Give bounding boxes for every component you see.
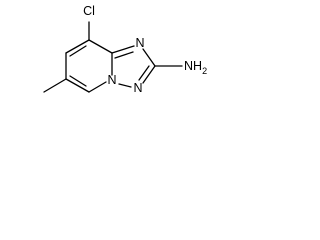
bond-n3-n4 [118, 83, 132, 88]
atom-label-n3: N [133, 81, 142, 95]
atom-label-cl: Cl [83, 4, 95, 18]
atom-label-n1: N [135, 36, 144, 50]
bond-c8a-c8 [88, 39, 113, 54]
bond-c8a-n1-inner [114, 51, 134, 59]
atom-label-amine: NH2 [184, 59, 207, 76]
molecule-structure: Cl N N N NH2 [43, 4, 207, 95]
bond-c5-n4 [88, 81, 107, 93]
bond-c2-n3 [142, 65, 156, 84]
bond-c8-c7-inner [69, 45, 87, 57]
atom-label-n4: N [107, 73, 116, 87]
amine-nh: NH [184, 59, 202, 73]
bond-c2-n3-inner [138, 65, 150, 81]
amine-subscript: 2 [202, 66, 207, 76]
bond-c6-c5-inner [69, 75, 87, 87]
bond-c8a-n1 [111, 45, 135, 54]
bond-c8-c7 [65, 39, 90, 54]
bond-c6-c5 [65, 78, 90, 93]
bond-c6-methyl [43, 78, 67, 93]
bond-n1-c2 [142, 48, 156, 67]
